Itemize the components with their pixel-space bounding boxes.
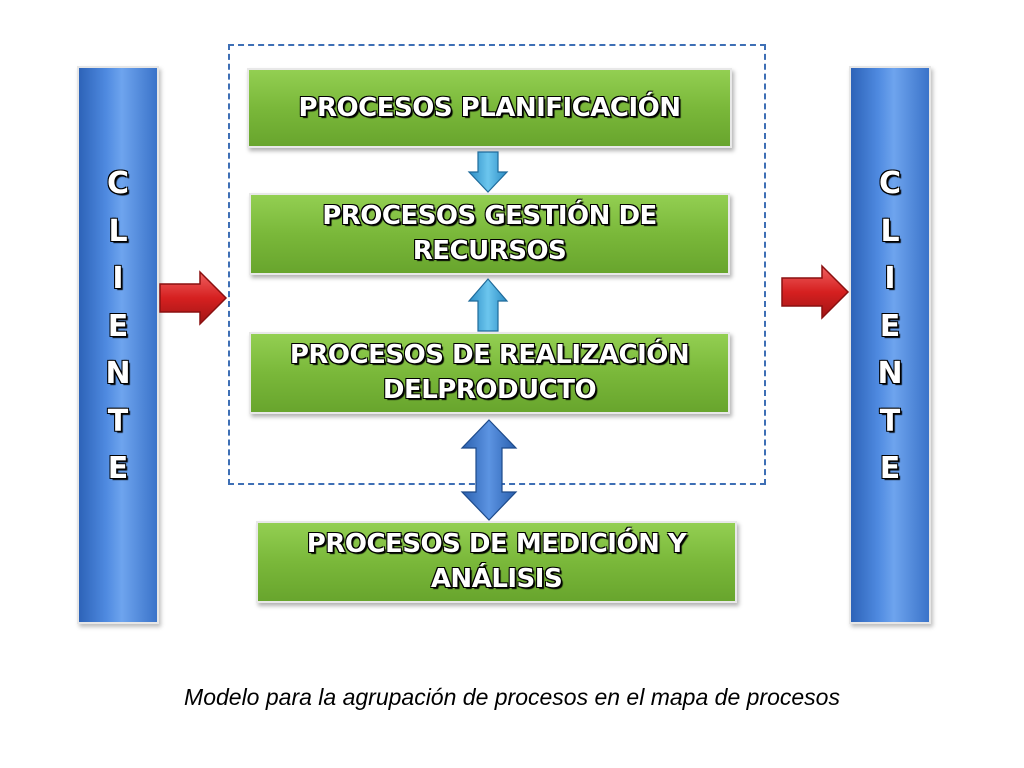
client-letter: N [877,356,903,391]
process-box-gestion-recursos: PROCESOS GESTIÓN DE RECURSOS [249,193,730,275]
process-title-line: PROCESOS PLANIFICACIÓN [298,92,681,123]
red-right-arrow-icon [781,264,850,320]
process-title-line: PROCESOS GESTIÓN DE [322,201,657,231]
diagram-caption: Modelo para la agrupación de procesos en… [184,684,840,710]
client-bar-left: C L I E N T E [77,66,159,624]
client-letter: E [879,308,901,344]
client-letter: E [879,451,901,486]
process-title-line: RECURSOS [412,236,567,266]
client-letter: I [112,261,124,296]
process-box-medicion-analisis: PROCESOS DE MEDICIÓN Y ANÁLISIS [256,521,737,603]
process-title-line: ANÁLISIS [430,564,563,594]
client-bar-right: C L I E N T E [849,66,931,624]
up-down-arrow-icon [460,419,518,521]
process-box-realizacion-producto: PROCESOS DE REALIZACIÓN DELPRODUCTO [249,332,730,414]
client-letter: C [106,166,130,201]
red-right-arrow-icon [159,270,228,326]
down-arrow-icon [467,151,509,193]
client-letter: T [879,403,901,439]
client-letter: C [878,166,902,201]
client-letter: E [107,308,129,344]
up-arrow-icon [467,278,509,332]
process-box-planificacion: PROCESOS PLANIFICACIÓN [247,68,732,148]
client-letter: L [108,213,128,249]
client-letter: T [107,403,129,439]
process-title-line: PROCESOS DE MEDICIÓN Y [306,529,687,559]
process-title-line: DELPRODUCTO [382,375,597,405]
client-letter: I [884,261,896,296]
process-title-line: PROCESOS DE REALIZACIÓN [289,340,690,370]
client-letter: N [105,356,131,391]
client-letter: E [107,451,129,486]
client-letter: L [880,213,900,249]
